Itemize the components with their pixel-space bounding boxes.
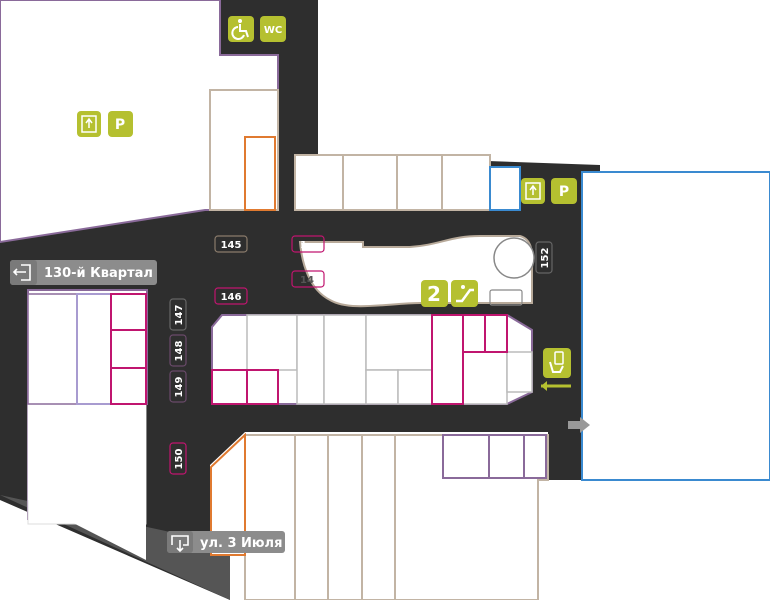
- room[interactable]: [323, 314, 367, 405]
- hand-phone-icon[interactable]: [543, 348, 571, 378]
- room[interactable]: [296, 314, 325, 405]
- svg-text:145: 145: [221, 240, 242, 251]
- room[interactable]: [28, 404, 146, 560]
- room[interactable]: [462, 314, 486, 353]
- room[interactable]: [442, 434, 490, 479]
- right-building[interactable]: [581, 171, 770, 481]
- room[interactable]: [211, 369, 248, 405]
- room-label-148[interactable]: 148: [169, 334, 187, 367]
- top-rooms: [294, 154, 491, 211]
- atrium-box: [489, 289, 523, 306]
- room-label-14x-top[interactable]: 1: [291, 235, 325, 253]
- middle-pink-rooms: [211, 314, 508, 405]
- room[interactable]: [342, 154, 398, 211]
- middle-rooms: [246, 314, 533, 405]
- svg-text:ул. 3 Июля: ул. 3 Июля: [200, 536, 282, 551]
- room[interactable]: [210, 432, 246, 556]
- room-label-152[interactable]: 152: [535, 241, 553, 274]
- room[interactable]: [110, 293, 147, 331]
- svg-text:P: P: [115, 117, 125, 133]
- escalator-icon[interactable]: [451, 280, 478, 307]
- room[interactable]: [110, 329, 147, 369]
- room[interactable]: [110, 367, 147, 405]
- svg-text:146: 146: [221, 292, 242, 303]
- room-label-146[interactable]: 146: [214, 287, 248, 305]
- room[interactable]: [489, 166, 521, 211]
- elevator-icon[interactable]: [77, 111, 101, 137]
- room[interactable]: [441, 154, 491, 211]
- svg-text:130-й Квартал: 130-й Квартал: [44, 266, 153, 281]
- svg-text:2: 2: [427, 282, 441, 306]
- exit-door-icon: [12, 264, 31, 281]
- direction-arrow-icon: [541, 381, 571, 391]
- elevator-icon[interactable]: [521, 178, 545, 204]
- svg-text:14: 14: [300, 275, 314, 286]
- room[interactable]: [244, 136, 276, 211]
- svg-text:WC: WC: [264, 25, 282, 36]
- room[interactable]: [246, 369, 279, 405]
- room[interactable]: [488, 434, 525, 479]
- wc-icon[interactable]: WC: [260, 16, 286, 42]
- room[interactable]: [246, 314, 298, 371]
- room[interactable]: [294, 154, 344, 211]
- exit-130-kvartal[interactable]: 130-й Квартал: [10, 260, 157, 285]
- room[interactable]: [484, 314, 508, 353]
- room[interactable]: [431, 314, 464, 405]
- bottom-purple-rooms: [442, 434, 547, 479]
- room-label-149[interactable]: 149: [169, 370, 187, 403]
- svg-text:149: 149: [174, 377, 185, 398]
- room-label-14x-bottom[interactable]: 14: [291, 270, 325, 288]
- room[interactable]: [76, 293, 112, 405]
- svg-text:152: 152: [540, 248, 551, 269]
- floor-number-badge: 2: [421, 280, 448, 307]
- room[interactable]: [397, 369, 433, 405]
- room[interactable]: [523, 434, 547, 479]
- room-label-145[interactable]: 145: [214, 235, 248, 253]
- parking-icon[interactable]: P: [108, 111, 133, 137]
- room[interactable]: [365, 369, 399, 405]
- svg-text:147: 147: [174, 305, 185, 326]
- room[interactable]: [396, 154, 443, 211]
- room[interactable]: [506, 351, 533, 393]
- entrance-arrow-icon: [568, 417, 590, 433]
- parking-icon[interactable]: P: [551, 178, 577, 204]
- exit-ul-3-iyulya[interactable]: ул. 3 Июля: [167, 531, 285, 553]
- bottom-dividers: [294, 435, 396, 600]
- svg-text:1: 1: [300, 240, 307, 251]
- room[interactable]: [365, 314, 433, 371]
- svg-text:148: 148: [174, 341, 185, 362]
- wheelchair-icon[interactable]: [228, 16, 254, 42]
- svg-text:150: 150: [174, 449, 185, 470]
- room-label-147[interactable]: 147: [169, 298, 187, 331]
- exit-down-icon: [171, 535, 189, 553]
- svg-text:P: P: [559, 184, 569, 200]
- room[interactable]: [27, 293, 78, 405]
- room[interactable]: [462, 351, 508, 405]
- room-label-150[interactable]: 150: [169, 442, 187, 475]
- atrium-circle: [493, 237, 535, 279]
